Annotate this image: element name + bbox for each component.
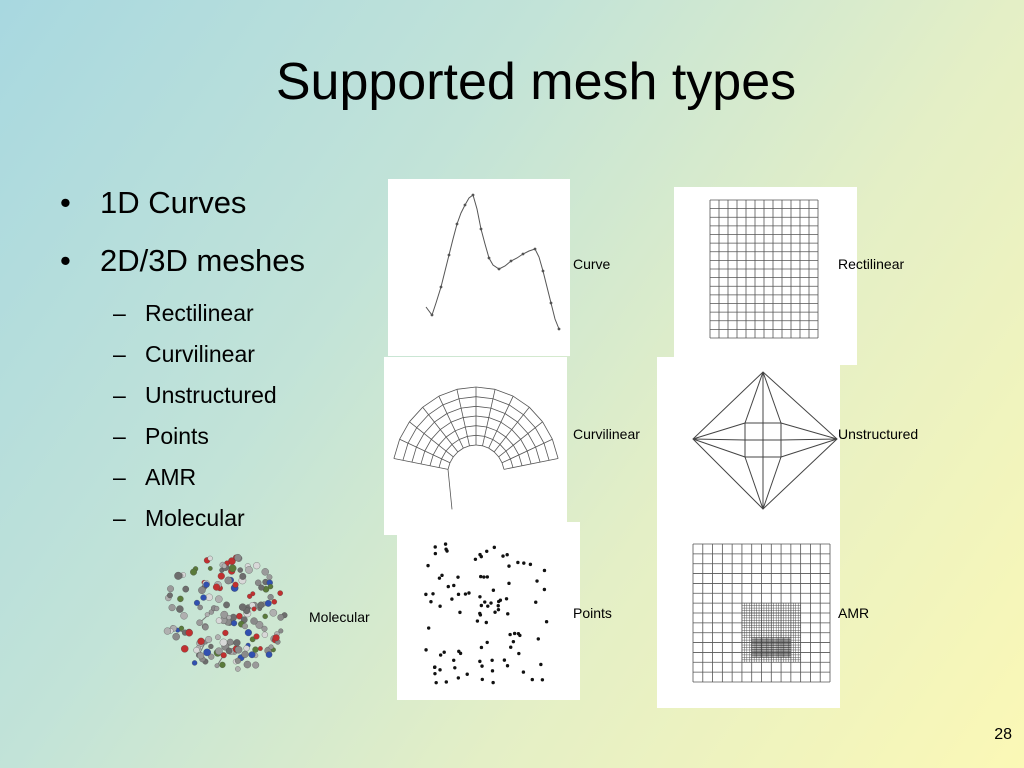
sub-bullet-item: –AMR <box>56 462 277 503</box>
dash-icon: – <box>113 341 126 367</box>
rectilinear-label: Rectilinear <box>838 256 905 272</box>
bullet-text: 2D/3D meshes <box>100 243 306 278</box>
curve-points <box>430 193 561 331</box>
dash-icon: – <box>113 382 126 408</box>
dash-icon: – <box>113 505 126 531</box>
sub-bullet-text: Curvilinear <box>145 341 255 367</box>
dash-icon: – <box>113 300 126 326</box>
bullet-item: • 1D Curves <box>56 185 305 246</box>
sub-bullet-item: –Molecular <box>56 503 277 544</box>
rectilinear-figure <box>674 187 857 365</box>
bullet-list: • 1D Curves • 2D/3D meshes <box>56 185 306 304</box>
bullet-dot-icon: • <box>60 243 71 278</box>
points-figure <box>397 522 580 700</box>
dash-icon: – <box>113 423 126 449</box>
slide-title: Supported mesh types <box>275 53 797 111</box>
page-number: 28 <box>994 726 1012 743</box>
curvilinear-label: Curvilinear <box>573 426 640 442</box>
curvilinear-figure <box>384 357 567 535</box>
unstructured-figure <box>657 357 840 535</box>
molecular-figure <box>152 545 297 685</box>
sub-bullet-item: –Points <box>56 421 277 462</box>
sub-bullet-text: Unstructured <box>145 382 277 408</box>
sub-bullet-text: Rectilinear <box>145 300 254 326</box>
amr-label: AMR <box>838 605 870 621</box>
sub-bullet-item: –Unstructured <box>56 380 277 421</box>
sub-bullet-item: –Curvilinear <box>56 339 277 380</box>
bullet-dot-icon: • <box>60 185 71 220</box>
unstructured-label: Unstructured <box>838 426 919 442</box>
amr-figure <box>657 526 840 708</box>
molecular-label: Molecular <box>309 609 370 625</box>
bullet-item: • 2D/3D meshes <box>56 243 306 304</box>
sub-bullet-text: AMR <box>145 464 197 490</box>
sub-bullet-item: –Rectilinear <box>56 298 277 339</box>
sub-bullet-list: –Rectilinear –Curvilinear –Unstructured … <box>56 298 277 544</box>
curve-figure <box>388 179 570 356</box>
sub-bullet-text: Molecular <box>145 505 245 531</box>
points-label: Points <box>573 605 612 621</box>
bullet-text: 1D Curves <box>100 185 247 220</box>
curve-label: Curve <box>573 256 611 272</box>
sub-bullet-text: Points <box>145 423 209 449</box>
dash-icon: – <box>113 464 126 490</box>
